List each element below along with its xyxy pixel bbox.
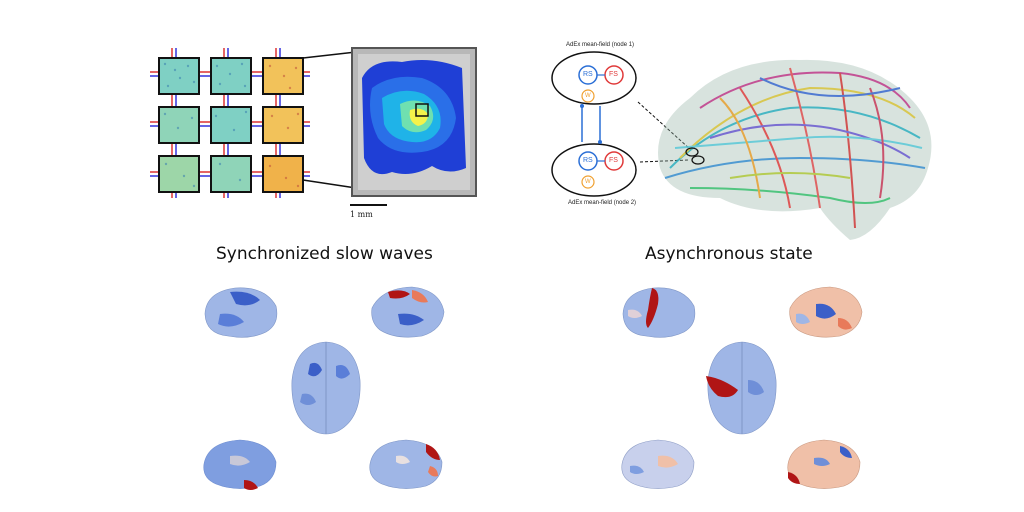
dashed-connectors [637,101,692,163]
brain-left-lateral-async [622,287,696,338]
node2-populations [578,151,624,189]
brain-left-lateral-sync [204,287,278,338]
brain-right-medial-async [787,439,861,489]
zoom-lines [302,51,357,189]
panel-right-title: Asynchronous state [645,244,813,264]
brain-left-medial-sync [203,439,277,490]
node2-label: AdEx mean-field (node 2) [568,200,637,206]
node1-populations [578,65,624,103]
scale-bar [350,204,387,206]
node1-w: W [585,93,591,99]
activity-heatmap [351,47,477,197]
node2-w: W [585,179,591,185]
panel-left-title: Synchronized slow waves [216,244,433,264]
brain-top-sync [291,341,361,435]
node1-fs: FS [609,71,618,78]
brain-right-lateral-sync [371,286,445,338]
node2-fs: FS [609,157,618,164]
node2-rs: RS [583,157,593,164]
brain-right-lateral-async [789,286,863,338]
brain-right-medial-sync [369,439,443,489]
scale-bar-label: 1 mm [350,210,373,219]
brain-left-medial-async [621,439,695,489]
node1-label: AdEx mean-field (node 1) [566,42,635,48]
tractography-brain [658,59,932,241]
brain-top-async [706,341,777,435]
node1-rs: RS [583,71,593,78]
column-grid [150,48,310,198]
